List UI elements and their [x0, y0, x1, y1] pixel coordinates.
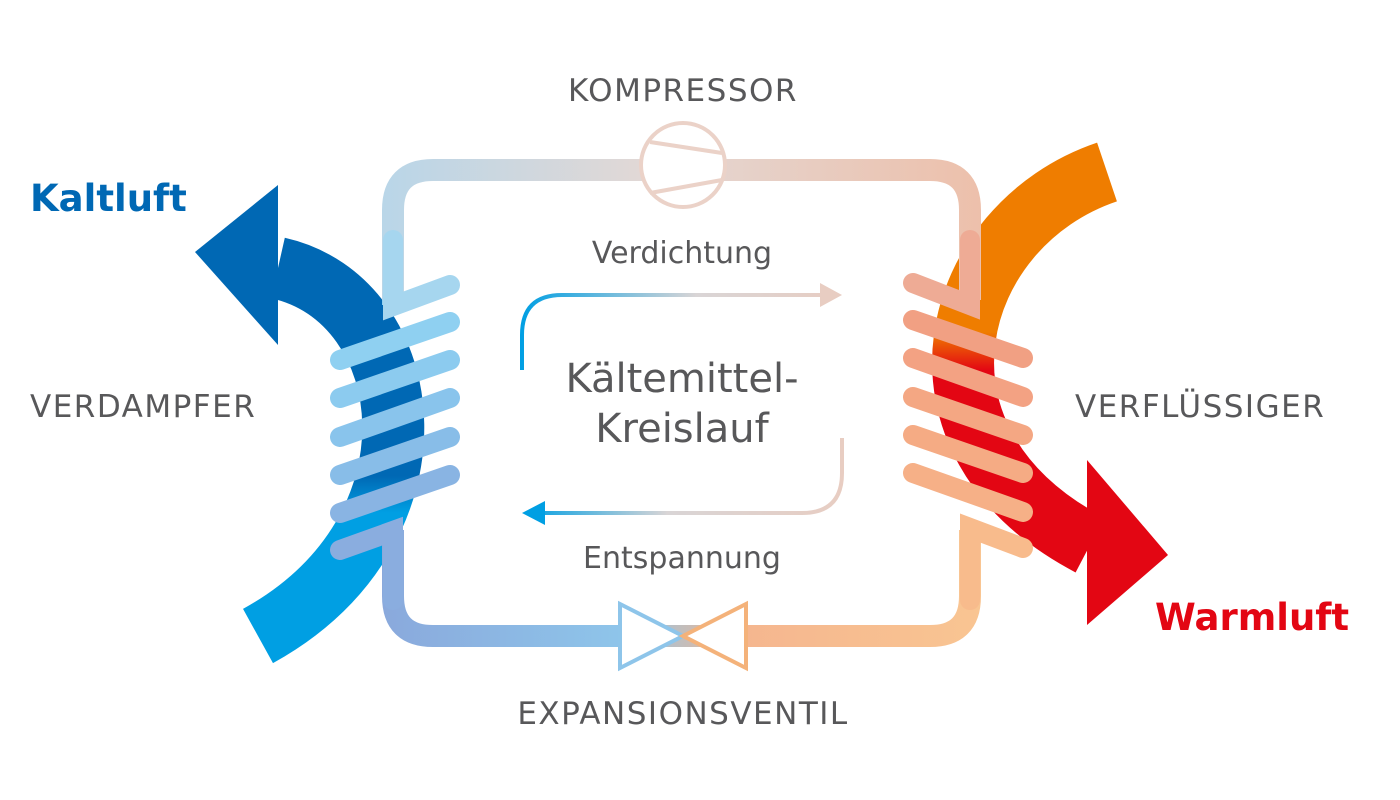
compression-label: Verdichtung	[592, 236, 772, 271]
expansion-valve-label: EXPANSIONSVENTIL	[517, 696, 848, 732]
circuit-title-line1: Kältemittel-	[565, 356, 798, 402]
compressor-label: KOMPRESSOR	[568, 73, 798, 109]
cold-air-label: Kaltluft	[30, 177, 187, 220]
circuit-title-line2: Kreislauf	[595, 406, 769, 452]
evaporator-coil	[330, 230, 460, 610]
condenser-coil	[903, 230, 1033, 610]
evaporator-label: VERDAMPFER	[30, 389, 256, 425]
compression-flow-arrow	[520, 283, 842, 370]
compressor-symbol	[639, 121, 727, 209]
expansion-valve-symbol	[618, 600, 748, 672]
expansion-label: Entspannung	[583, 541, 781, 576]
expansion-flow-arrow	[522, 438, 844, 525]
condenser-label: VERFLÜSSIGER	[1075, 388, 1325, 425]
warm-air-label: Warmluft	[1155, 596, 1349, 639]
